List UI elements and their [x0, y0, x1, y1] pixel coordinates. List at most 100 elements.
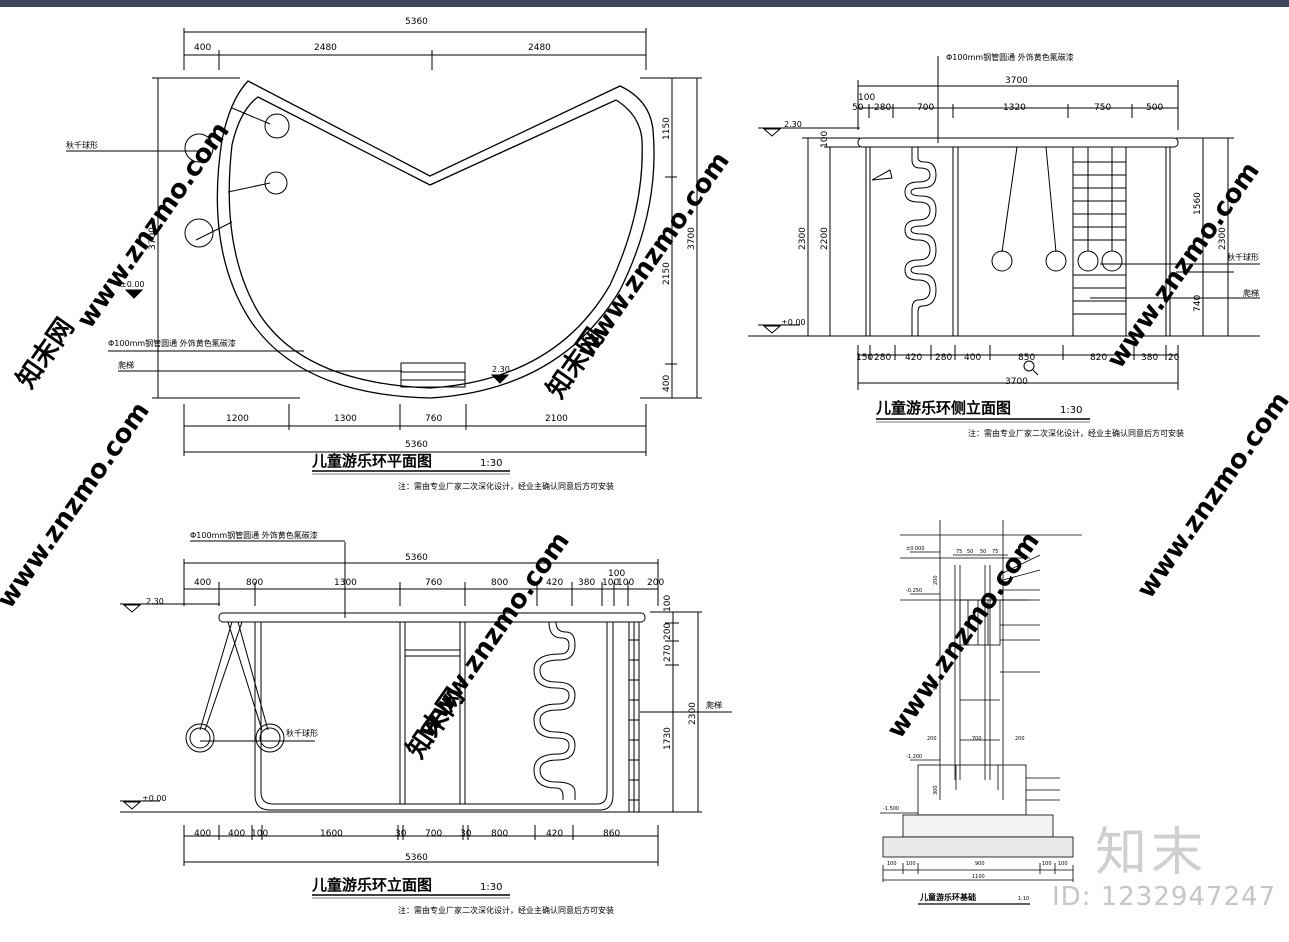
dimension-label: 200 [1015, 736, 1025, 742]
dimension-label: 700 [917, 103, 934, 113]
dimension-label: 5360 [405, 17, 428, 27]
dimension-label: 400 [194, 578, 211, 588]
drawing-title: 儿童游乐环平面图 [311, 452, 432, 470]
watermark-text: 知末网 [541, 323, 610, 404]
dimension-label: 30 [460, 829, 472, 839]
dimension-label: 500 [1146, 103, 1163, 113]
dimension-label: 1300 [334, 414, 357, 424]
drawing-scale: 1:30 [1060, 405, 1082, 416]
dimension-label: 750 [1094, 103, 1111, 113]
dimension-label: 100 [602, 578, 619, 588]
dimension-label: 2480 [528, 43, 551, 53]
dimension-label: 800 [491, 578, 508, 588]
level-label: -1.200 [906, 754, 922, 760]
cad-drawing-canvas: www.znzmo.com www.znzmo.com www.znzmo.co… [0, 17, 1289, 915]
drawing-scale: 1:10 [1018, 896, 1029, 902]
dimension-label: 270 [663, 645, 673, 662]
dimension-label: 380 [578, 578, 595, 588]
dimension-label: 1200 [226, 414, 249, 424]
level-label: ±0.00 [142, 794, 167, 803]
dimension-label: 150 [856, 353, 873, 363]
dimension-label: 1560 [1193, 192, 1203, 215]
callout-label: 爬梯 [706, 700, 722, 710]
dimension-label: 1320 [1003, 103, 1026, 113]
watermark-text: 知末网 [11, 313, 80, 394]
dimension-label: 2200 [820, 227, 830, 250]
dimension-label: 50 [852, 103, 864, 113]
dimension-label: 900 [975, 861, 985, 867]
callout-label: Φ100mm钢管圆通 外饰黄色氟碳漆 [108, 338, 236, 348]
dimension-label: 380 [1141, 353, 1158, 363]
drawing-scale: 1:30 [480, 882, 502, 893]
brand-id: ID: 1232947247 [1052, 882, 1277, 912]
dimension-label: 100 [820, 131, 830, 148]
dimension-label: 800 [246, 578, 263, 588]
dimension-label: 200 [647, 578, 664, 588]
dimension-label: 3700 [1005, 76, 1028, 86]
dimension-label: 200 [933, 575, 939, 585]
dimension-label: 20 [1168, 353, 1180, 363]
dimension-label: 200 [927, 736, 937, 742]
foundation-detail-view [880, 520, 1082, 882]
drawing-scale: 1:30 [480, 458, 502, 469]
drawing-note: 注：需由专业厂家二次深化设计，经业主确认同意后方可安装 [398, 905, 614, 915]
dimension-label: 850 [1018, 353, 1035, 363]
drawing-note: 注：需由专业厂家二次深化设计，经业主确认同意后方可安装 [968, 428, 1184, 438]
dimension-label: 300 [933, 785, 939, 795]
callout-label: 秋千球形 [1227, 252, 1259, 262]
dimension-label: 1150 [662, 117, 672, 140]
dimension-label: 1100 [972, 874, 985, 880]
dimension-label: 100 [608, 569, 625, 579]
front-elevation-text: Φ100mm钢管圆通 外饰黄色氟碳漆 5360 400 800 1300 760… [142, 530, 722, 915]
watermark-text: www.znzmo.com [881, 527, 1046, 744]
drawing-note: 注：需由专业厂家二次深化设计，经业主确认同意后方可安装 [398, 481, 614, 491]
drawing-title: 儿童游乐环立面图 [311, 876, 432, 894]
dimension-label: 400 [662, 375, 672, 392]
level-label: ±0.00 [781, 318, 806, 327]
dimension-label: 2150 [662, 262, 672, 285]
plan-view-text: 5360 400 2480 2480 1200 1300 760 2100 53… [66, 17, 697, 491]
drawing-title: 儿童游乐环基础 [919, 892, 976, 902]
dimension-label: 280 [935, 353, 952, 363]
dimension-label: 100 [858, 93, 875, 103]
dimension-label: 75 [956, 549, 962, 555]
dimension-label: 800 [491, 829, 508, 839]
dimension-label: 100 [887, 861, 897, 867]
foundation-detail-text: 75 50 50 75 200 700 200 200 950 300 100 … [883, 546, 1068, 905]
drawing-title: 儿童游乐环侧立面图 [875, 399, 1011, 417]
level-label: -0.250 [906, 588, 922, 594]
plan-view [66, 28, 702, 456]
dimension-label: 420 [905, 353, 922, 363]
callout-label: Φ100mm钢管圆通 外饰黄色氟碳漆 [190, 530, 318, 540]
dimension-label: 1300 [334, 578, 357, 588]
dimension-label: 200 [663, 623, 673, 640]
dimension-label: 30 [395, 829, 407, 839]
dimension-label: 400 [194, 829, 211, 839]
dimension-label: 400 [228, 829, 245, 839]
dimension-label: 50 [980, 549, 986, 555]
dimension-label: 5360 [405, 853, 428, 863]
dimension-label: 400 [194, 43, 211, 53]
dimension-label: 100 [1042, 861, 1052, 867]
level-label: -1.500 [883, 806, 899, 812]
dimension-label: 950 [933, 680, 939, 690]
dimension-label: 420 [546, 578, 563, 588]
dimension-label: 3700 [148, 227, 158, 250]
dimension-label: 5360 [405, 553, 428, 563]
callout-label: 秋千球形 [66, 140, 98, 150]
dimension-label: 2480 [314, 43, 337, 53]
level-label: 2.30 [146, 597, 164, 606]
dimension-label: 100 [251, 829, 268, 839]
dimension-label: 700 [972, 736, 982, 742]
dimension-label: 2300 [688, 702, 698, 725]
dimension-label: 2100 [545, 414, 568, 424]
dimension-label: 740 [1193, 295, 1203, 312]
level-label: ±0.000 [906, 546, 925, 552]
dimension-label: 420 [546, 829, 563, 839]
dimension-label: 100 [663, 595, 673, 612]
dimension-label: 280 [874, 103, 891, 113]
dimension-label: 5360 [405, 440, 428, 450]
callout-label: 秋千球形 [286, 728, 318, 738]
dimension-label: 700 [425, 829, 442, 839]
dimension-label: 860 [603, 829, 620, 839]
